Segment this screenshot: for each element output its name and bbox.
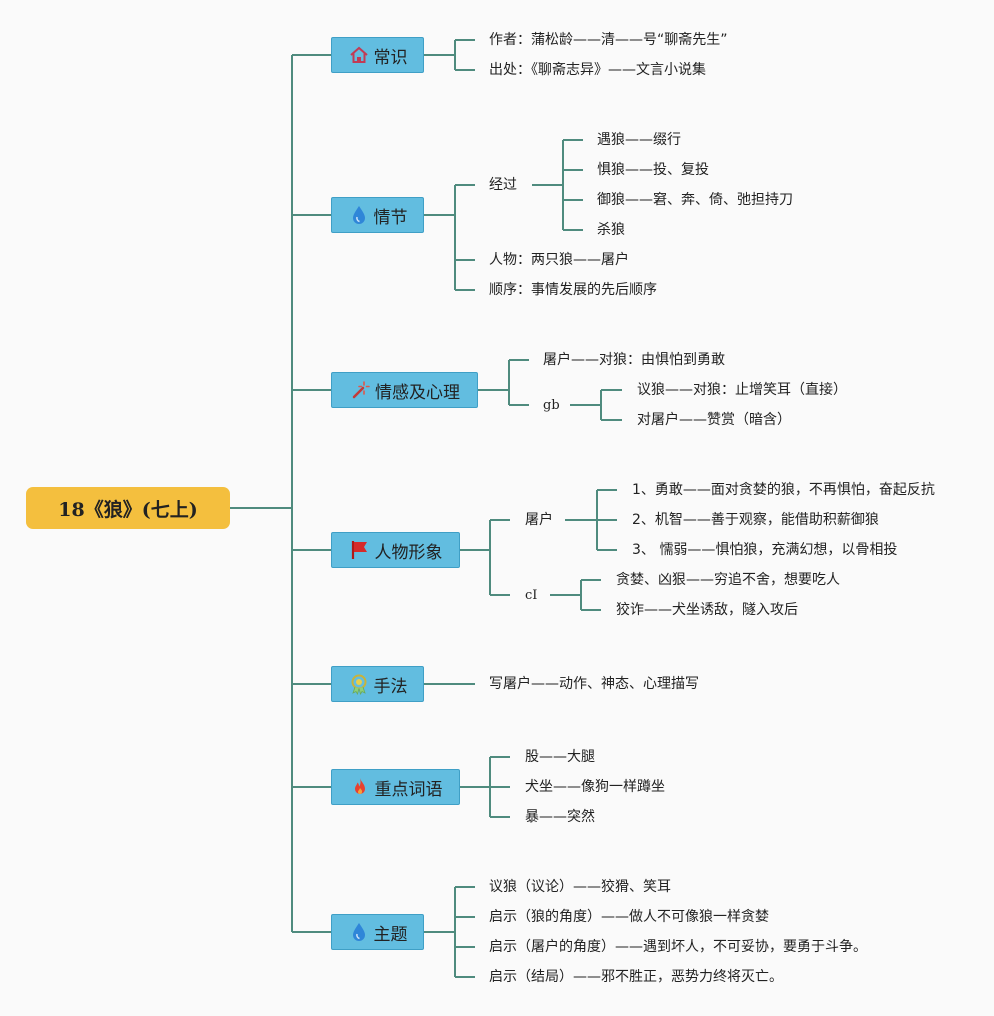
list-item: 对屠户——赞赏（暗含）	[637, 412, 791, 428]
list-item: 议狼（议论）——狡猾、笑耳	[489, 879, 671, 895]
list-item: 顺序：事情发展的先后顺序	[489, 282, 657, 298]
sub-topic-gb: gb	[543, 398, 560, 413]
award-icon	[348, 673, 370, 695]
branch-label: 常识	[373, 47, 408, 68]
list-item: 人物：两只狼——屠户	[489, 252, 629, 268]
root-topic[interactable]: 18《狼》(七上)	[26, 487, 230, 529]
branch-common-knowledge[interactable]: 常识	[331, 37, 424, 73]
sub-topic-process: 经过	[489, 177, 517, 193]
list-item: 贪婪、凶狠——穷追不舍，想要吃人	[616, 572, 840, 588]
list-item: 启示（结局）——邪不胜正，恶势力终将灭亡。	[489, 969, 783, 985]
branch-label: 情感及心理	[375, 382, 460, 403]
branch-theme[interactable]: 主题	[331, 914, 424, 950]
branch-label: 重点词语	[374, 779, 443, 800]
branch-label: 情节	[373, 207, 408, 228]
branch-technique[interactable]: 手法	[331, 666, 424, 702]
branch-character[interactable]: 人物形象	[331, 532, 460, 568]
sub-topic-butcher: 屠户	[525, 512, 553, 528]
list-item: 启示（屠户的角度）——遇到坏人，不可妥协，要勇于斗争。	[489, 939, 867, 955]
list-item: 议狼——对狼：止增笑耳（直接）	[637, 382, 847, 398]
list-item: 惧狼——投、复投	[597, 162, 709, 178]
list-item: 股——大腿	[525, 749, 595, 765]
list-item: 3、 懦弱——惧怕狼，充满幻想，以骨相投	[632, 542, 898, 558]
list-item: 屠户——对狼：由惧怕到勇敢	[543, 352, 725, 368]
branch-label: 主题	[373, 924, 408, 945]
list-item: 犬坐——像狗一样蹲坐	[525, 779, 665, 795]
flag-icon	[349, 539, 371, 561]
list-item: 写屠户——动作、神态、心理描写	[489, 676, 699, 692]
list-item: 杀狼	[597, 222, 625, 238]
branch-emotion[interactable]: 情感及心理	[331, 372, 478, 408]
branch-label: 人物形象	[374, 542, 443, 563]
water-drop-icon	[348, 204, 370, 226]
fire-icon	[349, 776, 371, 798]
list-item: 遇狼——缀行	[597, 132, 681, 148]
list-item: 1、勇敢——面对贪婪的狼，不再惧怕，奋起反抗	[632, 482, 935, 498]
list-item: 出处：《聊斋志异》——文言小说集	[489, 62, 706, 78]
list-item: 狡诈——犬坐诱敌，隧入攻后	[616, 602, 798, 618]
branch-plot[interactable]: 情节	[331, 197, 424, 233]
list-item: 启示（狼的角度）——做人不可像狼一样贪婪	[489, 909, 769, 925]
water-drop-icon	[348, 921, 370, 943]
branch-label: 手法	[373, 676, 408, 697]
list-item: 御狼——窘、奔、倚、弛担持刀	[597, 192, 793, 208]
home-icon	[348, 44, 370, 66]
sub-topic-ci: cI	[525, 588, 538, 603]
magic-wand-icon	[349, 379, 371, 401]
list-item: 作者：蒲松龄——清——号“聊斋先生”	[489, 32, 728, 48]
branch-key-words[interactable]: 重点词语	[331, 769, 460, 805]
list-item: 暴——突然	[525, 809, 595, 825]
list-item: 2、机智——善于观察，能借助积薪御狼	[632, 512, 879, 528]
